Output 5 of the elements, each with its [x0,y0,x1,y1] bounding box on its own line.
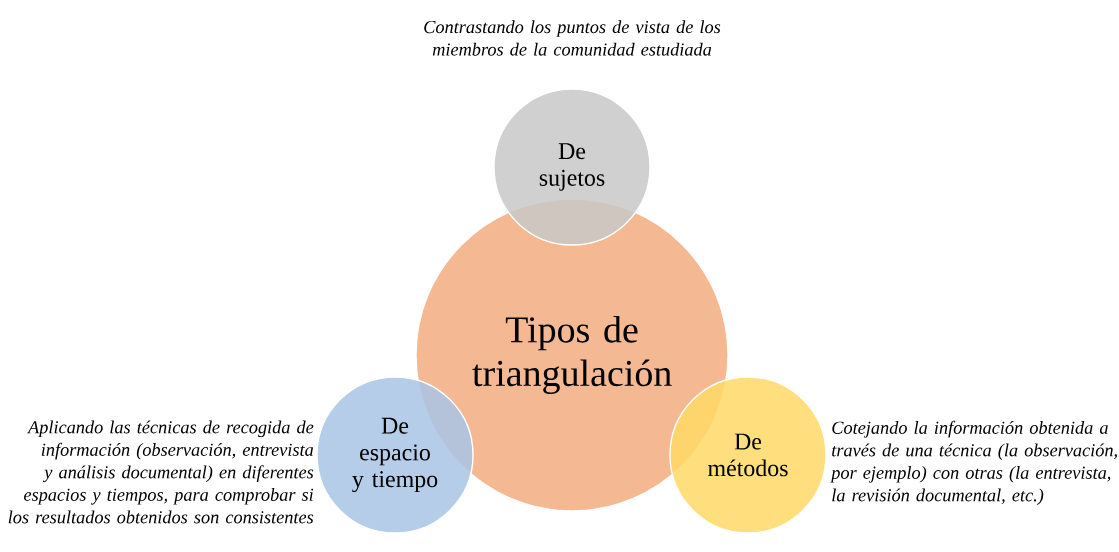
circle-node: De espacio y tiempo [316,376,474,534]
circle-node: De sujetos [493,88,651,246]
description-text: Cotejando la información obtenida a través de una técnica (la observación, por ejemplo) con otras (la entrevista, la revisión documental, etc.) [830,420,1117,506]
description-text: Contrastando los puntos de vista de los miembros de la comunidad estudiada [424,20,721,56]
description-text: Aplicando las técnicas de recogida de información (observación, entrevista y análisis documental) en diferentes espacios y tiempos, para comprobar si los resultados obtenidos son consistentes [8,420,314,524]
